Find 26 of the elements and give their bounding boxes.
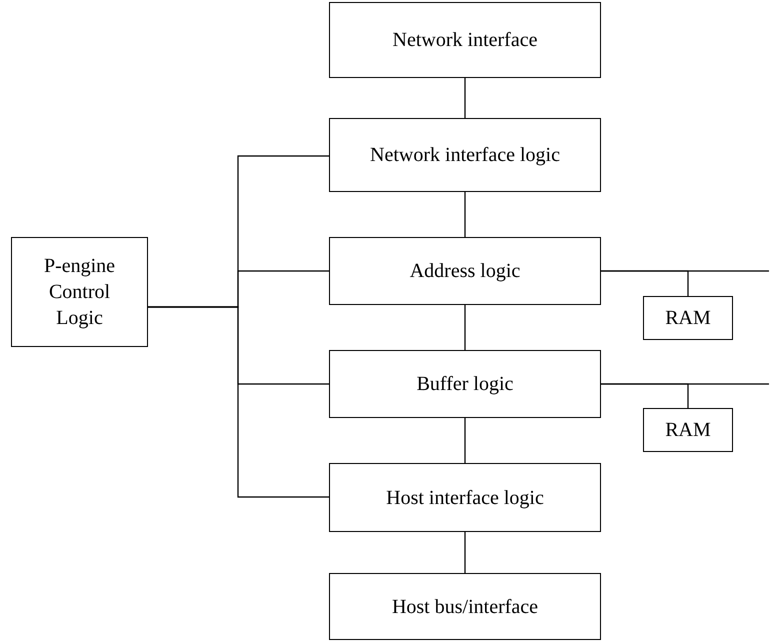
connector-line [464,418,466,463]
block-label: Host interface logic [386,486,544,510]
block-label: Buffer logic [416,372,514,397]
connector-line [464,192,466,237]
block-label: RAM [665,418,711,443]
block-label: P-engine Control Logic [42,254,116,331]
connector-line [601,270,689,296]
block-box [329,463,601,532]
block-label: Network interface [392,28,538,53]
block-box [329,350,601,418]
block-box [643,408,733,452]
block-box [329,2,601,78]
connector-line [464,532,466,573]
connector-line [464,305,466,350]
block-label: RAM [665,306,711,331]
connector-line [601,383,689,408]
block-box [329,573,601,640]
block-box [643,296,733,340]
block-box [329,237,601,305]
block-label: Address logic [410,259,520,284]
block-box [329,118,601,192]
block-label: Host bus/interface [392,594,538,620]
connector-line [148,306,329,498]
block-box [11,237,148,347]
block-label: Network interface logic [370,143,560,168]
connector-line [464,78,466,118]
